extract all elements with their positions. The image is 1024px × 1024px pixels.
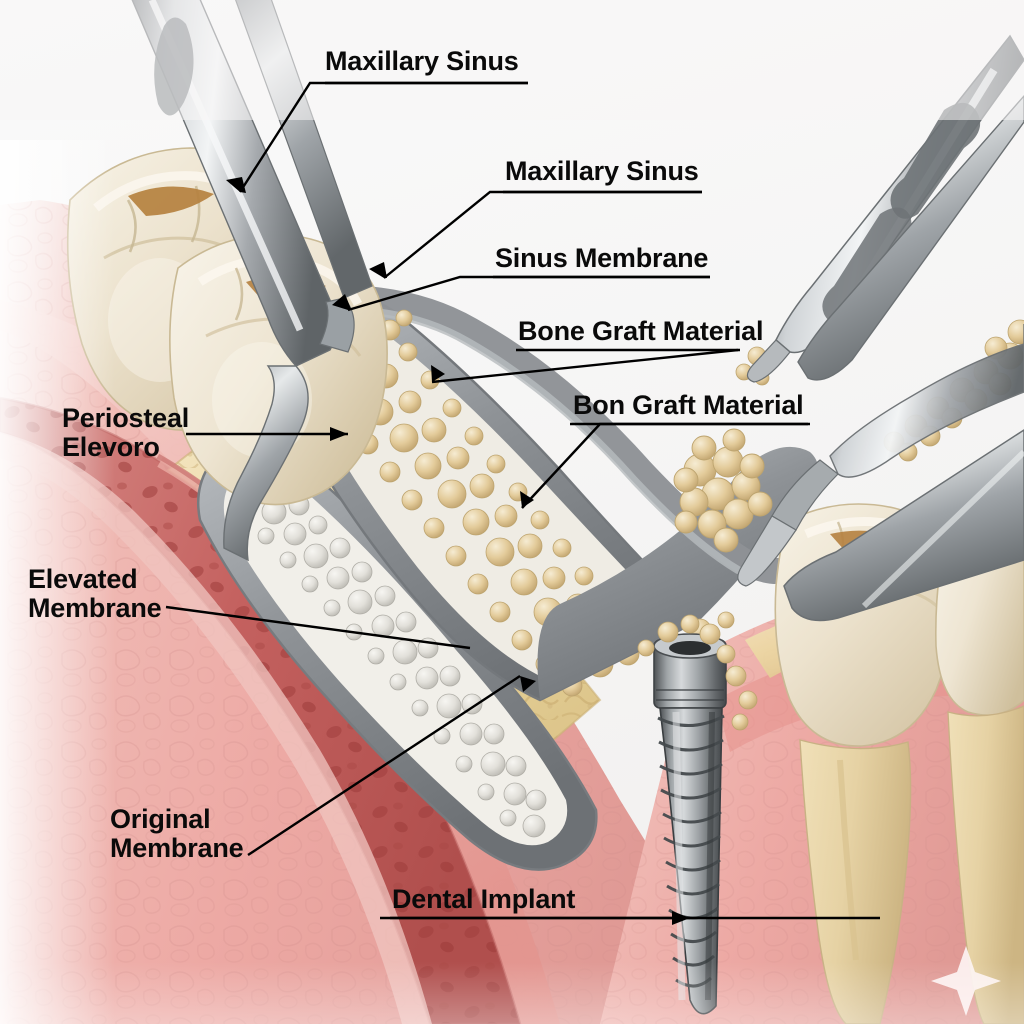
label-elevated-line-2: Membrane xyxy=(28,592,162,623)
leader-bone-graft-1 xyxy=(431,348,739,384)
label-dental-implant: Dental Implant xyxy=(392,884,576,914)
graft-carrier xyxy=(737,319,1024,622)
leader-original-membrane xyxy=(247,674,521,857)
label-periosteal-line-2: Elevoro xyxy=(62,431,160,462)
label-maxillary-sinus-2: Maxillary Sinus xyxy=(505,156,699,186)
occlusal-groove xyxy=(128,186,214,216)
label-original-line-2: Membrane xyxy=(110,832,244,863)
label-bone-graft-material-2: Bon Graft Material xyxy=(573,390,804,420)
label-periosteal-line-1: Periosteal xyxy=(62,403,190,433)
label-original-membrane: Original Membrane xyxy=(110,804,244,863)
label-periosteal-elevator: Periosteal Elevoro xyxy=(62,404,189,461)
label-bone-graft-material-1: Bone Graft Material xyxy=(518,316,764,346)
label-underlines xyxy=(325,81,880,920)
label-elevated-membrane: Elevated Membrane xyxy=(28,564,162,623)
leader-elevated-membrane xyxy=(165,605,471,650)
label-original-line-1: Original xyxy=(110,804,211,834)
label-elevated-line-1: Elevated xyxy=(28,564,138,594)
implant-graft-granules xyxy=(637,614,758,731)
label-sinus-membrane: Sinus Membrane xyxy=(495,243,709,273)
label-maxillary-sinus-1: Maxillary Sinus xyxy=(325,46,519,76)
floating-graft-clump xyxy=(673,428,773,553)
